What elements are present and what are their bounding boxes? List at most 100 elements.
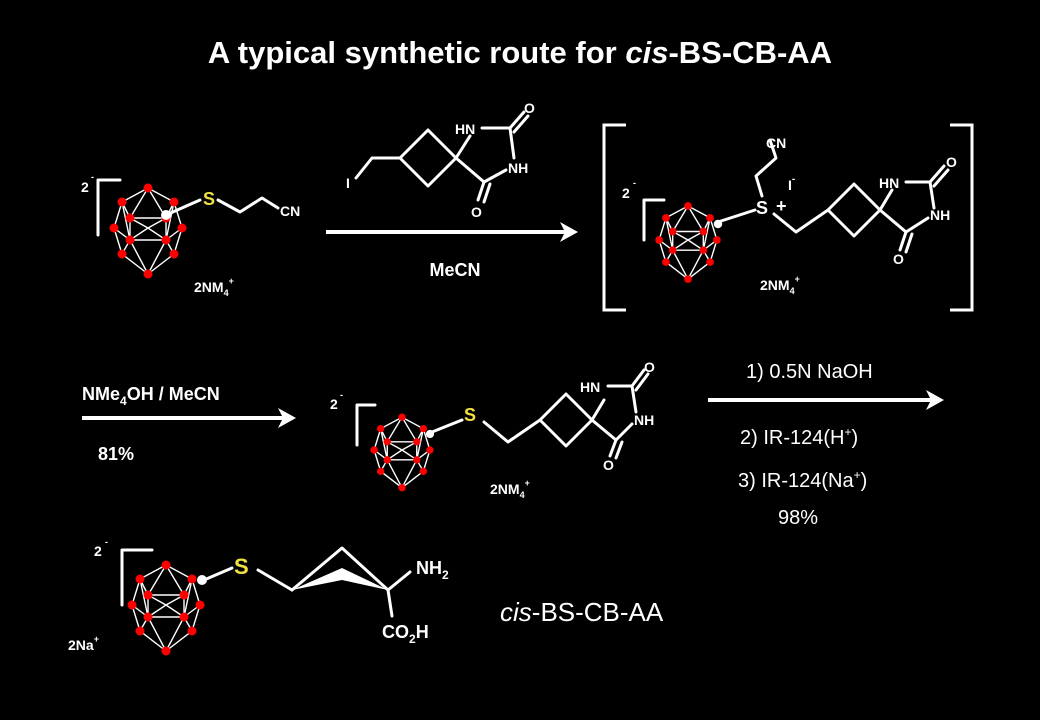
boron-atom (195, 600, 205, 610)
cage-edge (380, 416, 403, 430)
cage-edge (131, 604, 141, 632)
cage-charge-sign: - (633, 178, 636, 188)
cage-to-sulfur-bond (164, 198, 202, 217)
boron-atom (713, 236, 721, 244)
boron-atom (179, 612, 189, 622)
boron-atom (187, 574, 197, 584)
upper-carbonyl-oxygen: O (524, 100, 535, 116)
cage-edge (658, 217, 667, 241)
cage-edge (173, 201, 183, 229)
boron-atom (668, 246, 677, 255)
spiro-to-nh-bond (878, 188, 894, 212)
lower-carbonyl-double-bond (898, 230, 914, 254)
cage-to-sulfur-bond (716, 208, 757, 224)
cage-edge (191, 604, 201, 632)
boron-atom (143, 590, 153, 600)
intermediate-sulfonium-salt: 2 - S + I- CN HN O NH O 2NM4+ (602, 123, 974, 312)
cage-edge (687, 205, 704, 232)
boron-atom (169, 249, 179, 259)
cyclobutane-ring (826, 182, 882, 238)
nh-to-carbonyl-ring-bond (878, 208, 930, 234)
step2-yield: 81% (98, 444, 134, 464)
hydantoin-nh: NH (634, 412, 654, 428)
iodide-counterion: I- (788, 174, 795, 193)
boron-atom (662, 258, 670, 266)
boron-atom (135, 574, 145, 584)
carborane-cage (127, 560, 207, 656)
boron-atom (426, 446, 434, 454)
sodium-counter-ion: 2Na+ (68, 634, 99, 653)
cage-edge (709, 217, 718, 241)
boron-atom (706, 258, 714, 266)
cage-edge (665, 261, 689, 280)
upper-carbonyl-double-bond (508, 110, 530, 134)
cage-edge (373, 428, 382, 451)
cage-edge (129, 187, 149, 219)
counter-ion-label: 2NM4+ (194, 276, 234, 298)
boron-atom (398, 413, 406, 421)
cage-edge (173, 227, 183, 255)
cage-edge (129, 239, 149, 275)
cage-to-sulfur-bond (202, 566, 234, 582)
boron-atom (161, 646, 171, 656)
cage-edge (401, 459, 418, 489)
boron-atom (413, 456, 421, 464)
upper-carbonyl-oxygen: O (644, 359, 655, 375)
carboxylic-acid-group: CO2H (382, 622, 429, 646)
iodine-atom: I (346, 175, 350, 191)
cage-edge (665, 205, 689, 219)
cage-edge (386, 416, 403, 443)
cage-edge (165, 201, 175, 241)
cage-edge (139, 578, 149, 618)
cage-edge (672, 205, 689, 232)
cage-edge (165, 630, 193, 652)
cage-edge (665, 217, 674, 251)
lower-carbonyl-double-bond (476, 180, 492, 204)
hydantoin-hn: HN (455, 121, 475, 137)
cage-edge (401, 416, 424, 430)
boron-atom (383, 456, 391, 464)
cage-edge (702, 217, 711, 251)
cage-edge (131, 578, 141, 606)
cage-edge (165, 564, 185, 596)
cage-charge-label: 2 (330, 396, 338, 412)
cage-edge (121, 187, 149, 203)
cyanoethyl-chain (754, 138, 778, 198)
reaction-arrow-2 (82, 408, 296, 428)
cage-charge-label: 2 (622, 185, 630, 201)
boron-atom (179, 590, 189, 600)
boron-atom (699, 246, 708, 255)
boron-atom (398, 484, 406, 492)
sulfonium-sulfur: S (756, 198, 768, 218)
cage-edge (147, 239, 167, 275)
cage-edge (709, 239, 718, 263)
boron-atom (177, 223, 187, 233)
cage-charge-sign: - (105, 537, 108, 547)
right-square-bracket (950, 123, 974, 312)
step1-reagent: MeCN (429, 260, 480, 280)
thioether-methylene (256, 568, 294, 592)
reagent-iodide-spirohydantoin: I HN O NH O (346, 100, 535, 220)
boron-atom (413, 438, 421, 446)
cage-edge (147, 616, 167, 652)
spiro-to-nh-bond (590, 398, 606, 422)
carborane-cage (109, 183, 187, 279)
boron-atom (125, 235, 135, 245)
cage-edge (687, 249, 704, 280)
compound-1-starting-carborane: 2 - S CN 2NM4+ (81, 172, 300, 298)
cage-edge (422, 428, 431, 451)
lower-carbonyl-oxygen: O (471, 204, 482, 220)
amino-group: NH2 (416, 558, 449, 582)
cyclobutane-ring (398, 128, 458, 188)
cyclobutane-ring (538, 392, 594, 448)
cage-charge-sign: - (91, 172, 94, 182)
hydantoin-nh: NH (508, 160, 528, 176)
carbonyl-to-nh-bond (508, 126, 516, 160)
cage-edge (147, 564, 167, 596)
cage-bracket (642, 198, 666, 242)
wedge-bond-right (342, 568, 388, 590)
counter-ion-label: 2NM4+ (490, 478, 530, 500)
lower-carbonyl-oxygen: O (893, 251, 904, 267)
cage-edge (687, 205, 711, 219)
